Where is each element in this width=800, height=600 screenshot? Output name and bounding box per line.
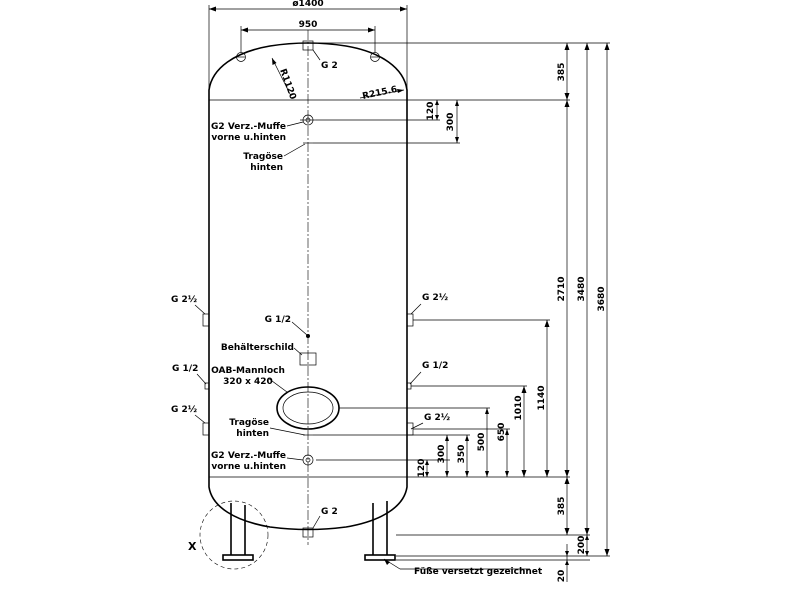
label-muffe-bottom-line2: vorne u.hinten [211, 462, 286, 472]
dim-head-bottom-text: 385 [557, 497, 567, 516]
dim-g12-right [521, 386, 527, 477]
label-muffe-top-line1: G2 Verz.-Muffe [211, 122, 286, 132]
label-manway-line2: 320 x 420 [223, 377, 273, 387]
dim-lug-spacing-text: 950 [299, 20, 318, 30]
dim-foot-plate-text: 20 [557, 570, 567, 583]
dim-cyl-length-text: 2710 [557, 276, 567, 301]
label-g2half-right-lower: G 2½ [424, 412, 450, 423]
label-manway-line1: OAB-Mannloch [211, 366, 285, 376]
label-g12-center: G 1/2 [265, 315, 291, 325]
label-detail-x: X [188, 540, 197, 553]
dim-g2half-lower-text: 650 [497, 423, 507, 442]
dim-muffe-bottom-120-text: 120 [417, 459, 427, 478]
label-feet-note: Füße versetzt gezeichnet [414, 567, 543, 577]
dim-manway-text: 500 [477, 433, 487, 452]
label-g2half-right-upper: G 2½ [422, 292, 448, 303]
dim-feet-text: 200 [577, 536, 587, 555]
label-muffe-top-line2: vorne u.hinten [211, 133, 286, 143]
dim-outer-diameter-text: ø1400 [292, 0, 323, 9]
top-lugs [236, 52, 380, 62]
nozzle-g12-left [204, 382, 210, 390]
top-g2-socket [302, 40, 314, 51]
dim-head-bottom [564, 477, 570, 535]
label-g2-bottom: G 2 [321, 507, 338, 517]
bottom-g2-socket [302, 527, 314, 538]
dim-g2half-upper [544, 320, 550, 477]
dim-total-body-text: 3480 [577, 276, 587, 301]
nozzle-g2half-left-lower [202, 422, 210, 436]
dim-outer-diameter [208, 5, 408, 98]
dim-muffe-bottom-120 [425, 460, 429, 477]
label-muffe-bottom-line1: G2 Verz.-Muffe [211, 451, 286, 461]
dim-muffe-top [435, 100, 439, 120]
label-nameplate: Behälterschild [221, 343, 294, 353]
label-lug-top-line2: hinten [250, 163, 283, 173]
detail-x-circle [199, 500, 269, 570]
dim-muffe-bottom-300-text: 300 [437, 445, 447, 464]
label-lug-bottom-line1: Tragöse [229, 418, 269, 428]
dim-head-top [564, 43, 570, 100]
dim-feet [585, 535, 589, 556]
label-g12-left: G 1/2 [172, 364, 198, 374]
label-g2half-left-lower: G 2½ [171, 404, 197, 415]
dim-lug-top-text: 300 [446, 113, 456, 132]
dim-extension-lines [313, 42, 610, 561]
dim-g2half-lower [505, 429, 509, 477]
dim-radius-large: R1120 [277, 68, 297, 101]
dim-cyl-length [564, 100, 570, 477]
dim-lug-top [455, 100, 459, 143]
dim-total-height-text: 3680 [597, 286, 607, 311]
label-g2half-left-upper: G 2½ [171, 294, 197, 305]
dim-foot-plate [565, 544, 569, 582]
nozzle-g2half-left-upper [202, 313, 210, 327]
dim-head-top-text: 385 [557, 63, 567, 82]
dim-lug-bottom [465, 435, 469, 477]
dim-radius-small: R215.6 [362, 85, 399, 102]
label-g2-top: G 2 [321, 61, 338, 71]
feet [222, 501, 396, 561]
dim-total-height [604, 43, 610, 556]
dim-g12-right-text: 1010 [514, 395, 524, 420]
dim-g2half-upper-text: 1140 [537, 385, 547, 410]
dim-lug-bottom-text: 350 [457, 445, 467, 464]
dim-muffe-top-text: 120 [426, 102, 436, 121]
dim-muffe-bottom-300 [445, 435, 449, 477]
dim-lug-spacing [240, 26, 376, 52]
nozzle-g2half-right-lower [406, 422, 414, 436]
label-lug-bottom-line2: hinten [236, 429, 269, 439]
label-g12-right: G 1/2 [422, 361, 448, 371]
label-lug-top-line1: Tragöse [243, 152, 283, 162]
dim-total-body [584, 43, 590, 535]
nameplate [299, 352, 317, 366]
dim-manway [485, 408, 489, 477]
nozzle-g2half-right-upper [406, 313, 414, 327]
